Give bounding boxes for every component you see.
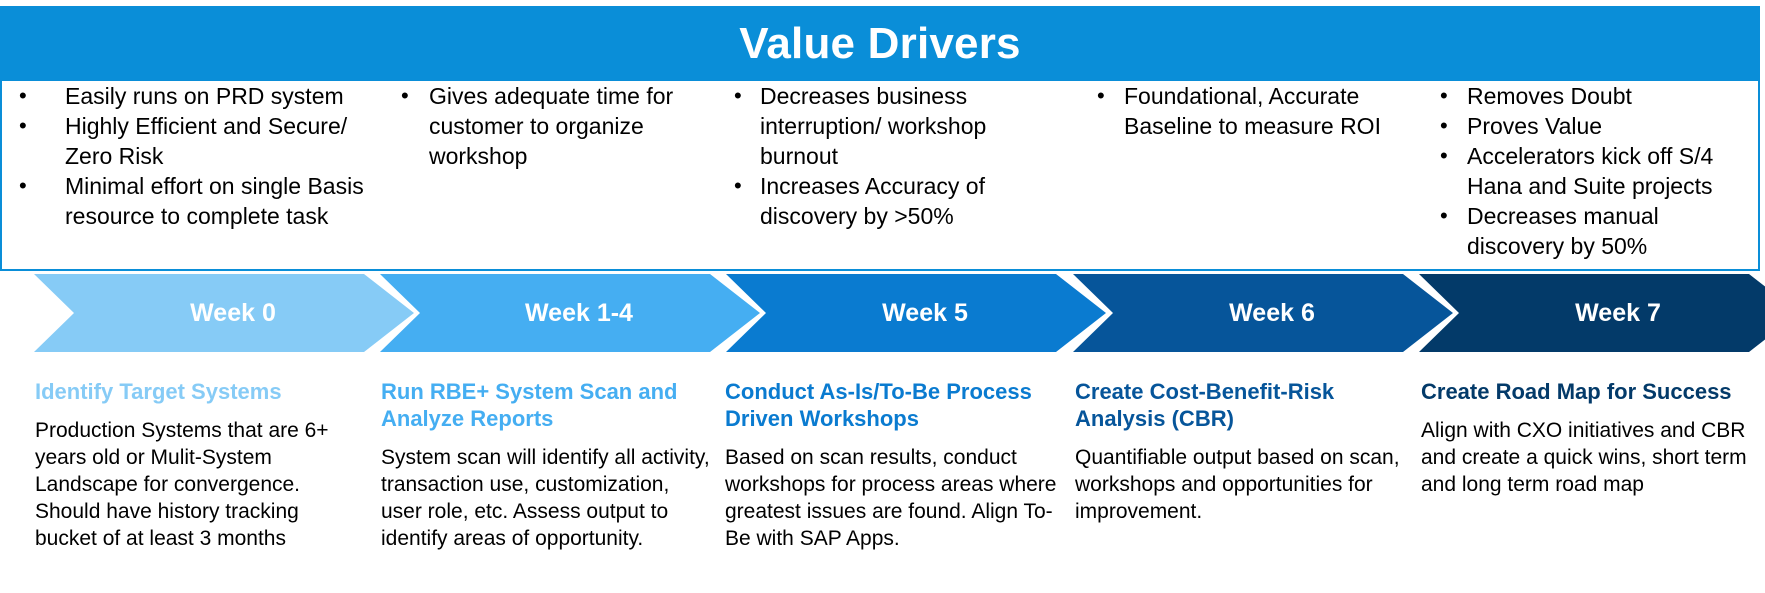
driver-bullet: Proves Value bbox=[1412, 111, 1762, 141]
week-label: Week 5 bbox=[882, 298, 968, 327]
driver-list: Decreases business interruption/ worksho… bbox=[727, 81, 1067, 231]
step-description: Based on scan results, conduct workshops… bbox=[725, 446, 1057, 550]
step-title: Create Road Map for Success bbox=[1421, 379, 1732, 404]
driver-bullet: Increases Accuracy of discovery by >50% bbox=[727, 171, 1067, 231]
driver-bullet: Decreases manual discovery by 50% bbox=[1412, 201, 1762, 261]
driver-bullet: Removes Doubt bbox=[1412, 81, 1762, 111]
timeline-step: Identify Target Systems Production Syste… bbox=[35, 378, 365, 552]
step-title: Identify Target Systems bbox=[35, 379, 282, 404]
driver-bullet: Foundational, Accurate Baseline to measu… bbox=[1067, 81, 1412, 141]
week-label: Week 0 bbox=[190, 298, 276, 327]
timeline-step: Create Cost-Benefit-Risk Analysis (CBR) … bbox=[1075, 378, 1405, 525]
value-drivers-panel: Easily runs on PRD system Highly Efficie… bbox=[0, 81, 1760, 271]
step-description: Align with CXO initiatives and CBR and c… bbox=[1421, 419, 1747, 496]
page-title: Value Drivers bbox=[739, 18, 1021, 68]
step-description: Production Systems that are 6+ years old… bbox=[35, 419, 329, 550]
week-label: Week 7 bbox=[1575, 298, 1661, 327]
step-description: System scan will identify all activity, … bbox=[381, 446, 710, 550]
driver-column: Foundational, Accurate Baseline to measu… bbox=[1067, 81, 1412, 141]
driver-bullet: Gives adequate time for customer to orga… bbox=[382, 81, 727, 171]
timeline-step: Create Road Map for Success Align with C… bbox=[1421, 378, 1751, 498]
week-chevron: Week 7 bbox=[1419, 274, 1765, 352]
value-drivers-header: Value Drivers bbox=[0, 6, 1760, 81]
driver-bullet: Highly Efficient and Secure/ Zero Risk bbox=[2, 111, 382, 171]
driver-list: Removes Doubt Proves Value Accelerators … bbox=[1412, 81, 1762, 261]
timeline-chevrons: Week 0 Week 1-4 Week 5 Week 6 Week 7 bbox=[0, 274, 1765, 352]
week-chevron: Week 0 bbox=[34, 274, 414, 352]
week-label: Week 6 bbox=[1229, 298, 1315, 327]
driver-column: Easily runs on PRD system Highly Efficie… bbox=[2, 81, 382, 231]
week-chevron: Week 5 bbox=[726, 274, 1106, 352]
driver-bullet: Minimal effort on single Basis resource … bbox=[2, 171, 382, 231]
driver-list: Foundational, Accurate Baseline to measu… bbox=[1067, 81, 1412, 141]
timeline-step: Conduct As-Is/To-Be Process Driven Works… bbox=[725, 378, 1070, 552]
week-label: Week 1-4 bbox=[525, 298, 633, 327]
week-chevron: Week 6 bbox=[1073, 274, 1453, 352]
step-description: Quantifiable output based on scan, works… bbox=[1075, 446, 1400, 523]
driver-column: Gives adequate time for customer to orga… bbox=[382, 81, 727, 171]
step-title: Create Cost-Benefit-Risk Analysis (CBR) bbox=[1075, 379, 1335, 431]
driver-column: Removes Doubt Proves Value Accelerators … bbox=[1412, 81, 1762, 261]
driver-list: Gives adequate time for customer to orga… bbox=[382, 81, 727, 171]
driver-list: Easily runs on PRD system Highly Efficie… bbox=[2, 81, 382, 231]
driver-bullet: Accelerators kick off S/4 Hana and Suite… bbox=[1412, 141, 1762, 201]
step-title: Conduct As-Is/To-Be Process Driven Works… bbox=[725, 379, 1032, 431]
driver-bullet: Easily runs on PRD system bbox=[2, 81, 382, 111]
timeline-step: Run RBE+ System Scan and Analyze Reports… bbox=[381, 378, 711, 552]
step-title: Run RBE+ System Scan and Analyze Reports bbox=[381, 379, 678, 431]
driver-column: Decreases business interruption/ worksho… bbox=[727, 81, 1067, 231]
week-chevron: Week 1-4 bbox=[380, 274, 760, 352]
driver-bullet: Decreases business interruption/ worksho… bbox=[727, 81, 1067, 171]
